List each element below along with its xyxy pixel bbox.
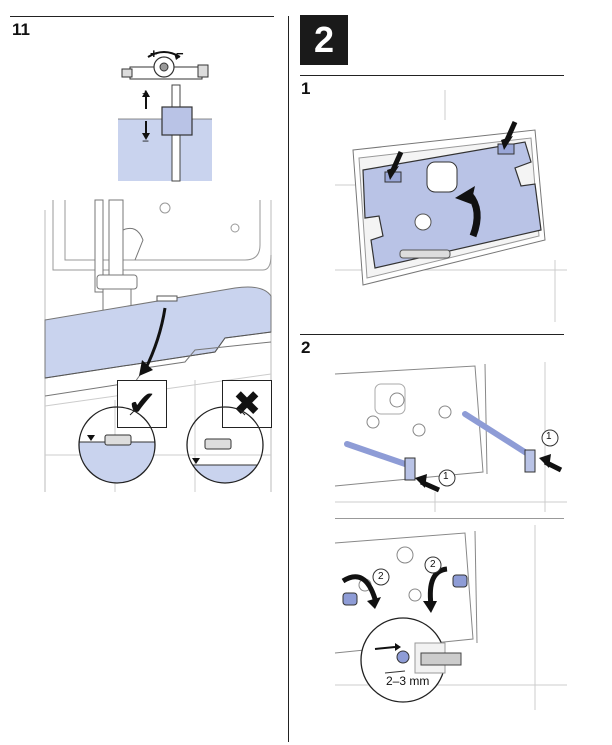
right-top-rule (300, 75, 564, 76)
callout-1a: ① (440, 469, 452, 484)
rod-insertion-illustration (334, 362, 567, 512)
valve-float (161, 106, 193, 136)
wrong-box: ✖ (222, 380, 272, 428)
callout-2b-hidden: ② (0, 0, 1, 1)
plus-sign-top: + (150, 46, 158, 61)
substep-2-number: 2 (301, 338, 311, 357)
bolt-left (342, 592, 358, 606)
step-number-11: 11 (12, 20, 30, 39)
rod-right (462, 411, 534, 459)
callout-1b-text: 1 (546, 431, 552, 442)
cover-plate (362, 141, 542, 269)
fill-valve-illustration (118, 51, 212, 182)
rod-left (344, 441, 414, 469)
left-top-rule (10, 16, 274, 17)
main-step-number: 2 (300, 15, 348, 65)
cover-plate-removal-illustration (335, 90, 567, 322)
minus-sign-side: − (142, 134, 150, 148)
callout-1a-text: 1 (443, 471, 449, 482)
plus-sign-side: + (142, 88, 149, 100)
callout-1b: ① (543, 429, 555, 444)
wrong-detail (187, 438, 263, 483)
gap-label: 2–3 mm (386, 674, 430, 688)
column-divider (288, 16, 289, 742)
check-icon: ✔ (127, 384, 157, 424)
correct-box: ✔ (117, 380, 167, 428)
callout-2b: 2 (430, 559, 436, 570)
cistern-level-illustration (44, 199, 272, 492)
callout-2a: 2 (378, 571, 384, 582)
substep-1-number: 1 (301, 79, 311, 98)
substep-2-divider (335, 518, 564, 519)
detail-circles (78, 406, 264, 484)
minus-sign-top: − (176, 46, 184, 61)
bolt-right (452, 574, 468, 588)
substep-2-rule (300, 334, 564, 335)
cross-icon: ✖ (232, 384, 262, 424)
gap-adjust-illustration (334, 525, 567, 710)
